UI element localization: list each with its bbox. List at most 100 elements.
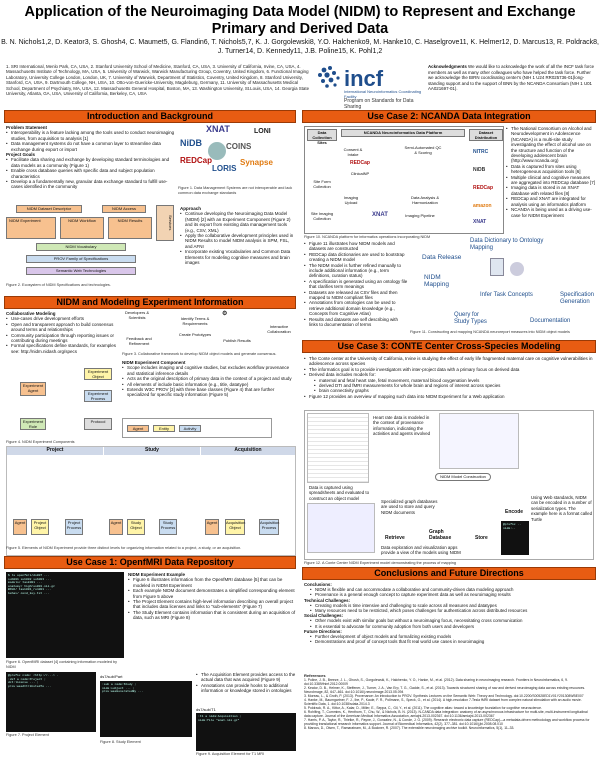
fig3-interactive: Interactive Collaboration [262, 324, 296, 336]
case2-header: Use Case 2: NCANDA Data Integration [302, 110, 596, 123]
case3-text: The Conte center at the University of Ca… [304, 356, 594, 400]
concl-item: Provenance is a general enough concept t… [310, 592, 594, 597]
case3-item: The Conte center at the University of Ca… [304, 356, 594, 367]
figure-11-mapping: Data Dictionary to Ontology Mapping Data… [410, 238, 596, 336]
concl-item: Demonstrations and proof of concept tool… [310, 639, 594, 644]
figure-6-caption: Figure 6. OpenfMRI dataset [4] containin… [6, 660, 118, 669]
fig5-project-agent: Agent [13, 519, 27, 535]
github-icon: ⚙ [222, 311, 228, 317]
fig10-clinicalnp: ClinicalNP [345, 171, 375, 177]
case2-item: Data is captured from sites using hetero… [506, 164, 596, 175]
fig10-qc: Semi-Automated QC & Scoring [403, 145, 443, 155]
fig3-feedback: Feedback and Refinement [122, 336, 156, 346]
collab-title: Collaborative Modeling [6, 311, 56, 316]
collab-item: Formal specifications define standards, … [6, 343, 118, 354]
fig11-nidm: NIDM Mapping [424, 274, 449, 288]
concl-h: Future Directions: [304, 628, 342, 634]
fig10-imaging-upload: Imaging Upload [341, 195, 361, 205]
figure-12-conte: Heart rate data is modeled in the contex… [304, 410, 594, 560]
case2-item: Annotations from ontologies can be used … [304, 300, 408, 316]
fig5-study: Study [104, 447, 200, 455]
case2-item: Imaging data is stored in an XNAT databa… [506, 185, 596, 196]
amazon-logo: amazon [473, 203, 492, 209]
figure-5-elements: Project Study Acquisition Project Object… [6, 446, 296, 556]
problem-item: Data management systems do not have a co… [6, 141, 176, 152]
eco-services: Services [156, 205, 174, 241]
figure-4-caption: Figure 4. NIDM Experiment Components [6, 440, 75, 444]
figure-3-collab: Developers & Scientists Identify Terms &… [122, 310, 296, 356]
file-label-1: ds7/sub/Part [100, 674, 123, 679]
fig5-study-agent: Agent [109, 519, 123, 535]
file-label-2: ds7/sub/T1 [196, 707, 216, 712]
figure-9-caption: Figure 9. Acquisition Element for T1 MRI [196, 752, 265, 756]
fig10-platform: NCANDA Neuroinformatics Data Platform [341, 129, 465, 137]
ref-item: 5. Poldrack, R. A., Kittur, A., Kalar, D… [304, 706, 542, 710]
case1-item: Annotations can provide hooks to additio… [196, 683, 296, 694]
fig12-note-5: Data exploration and visualization apps … [381, 545, 461, 556]
concl-item: Many resources need to be restricted, wh… [310, 608, 594, 613]
fig4-role: Experiment Role [20, 418, 46, 430]
approach-item: Incorporate existing Vocabularies and Co… [180, 249, 296, 265]
acknowledgments: Acknowledgments We would like to acknowl… [428, 64, 596, 92]
redcap-logo: REDCap [473, 185, 494, 191]
fig10-redcap: REDCap [345, 161, 375, 169]
legend-agent: Agent [127, 425, 149, 432]
eco-prov: PROV Family of Specifications [26, 255, 136, 263]
collab-item: Use-cases drive development efforts [6, 316, 118, 322]
fig12-graphdb: Graph Database [429, 529, 452, 541]
ref-item: 3. Moreau, L., & Groth, P. (2013). Prove… [304, 694, 584, 698]
fig11-dictionary: Data Dictionary to Ontology Mapping [470, 238, 544, 251]
figure-6-terminal: $ ls openfmri/ds007 ...sub001 sub002 sub… [6, 572, 124, 658]
concl-h: Conclusions: [304, 582, 332, 587]
collab-item: Community participation through reportin… [6, 333, 118, 344]
case2-item: NCANDA is being used as a driving use-ca… [506, 207, 596, 218]
goals-title: Project Goals [6, 152, 36, 158]
legend-entity: Entity [153, 425, 175, 432]
case2-item: The NIDM model is further refined manual… [304, 263, 408, 279]
fig4-protocol: Protocol [84, 418, 112, 430]
case1-text-2: The Acquisition Element provides access … [196, 672, 296, 694]
prov-graph-image [439, 413, 519, 469]
nidb-logo: NiDB [473, 167, 486, 173]
xnat-logo: XNAT [473, 219, 487, 225]
fig12-encode: Encode [505, 509, 524, 515]
turtle-code: @prefix ..nidm:.. [501, 521, 529, 555]
logo-coins: COINS [226, 142, 252, 151]
case3-header: Use Case 3: CONTE Center Cross-Species M… [302, 340, 596, 353]
exp-title: NIDM Experiment Component [122, 360, 186, 365]
fig5-project-object: Project Object [31, 519, 49, 535]
case2-right-bullets: The National Consortium on Alcohol and N… [506, 126, 596, 218]
case2-item: The National Consortium on Alcohol and N… [506, 126, 596, 164]
logo-line2: Program on Standards for Data Sharing [344, 98, 414, 110]
figure-1-logos: XNAT NiDB LONI REDCap COINS Synapse LORI… [178, 124, 296, 186]
prov-legend: Agent Entity Activity [122, 418, 272, 438]
incf-logo: incf International Neuroinformatics Coor… [314, 62, 424, 110]
eco-vocab: NIDM Vocabulary [36, 243, 126, 251]
figure-9-code: :t1 a nidm:Acquisition ; nidm:file "anat… [196, 713, 296, 751]
references: References 1. Poline, J. B., Breeze, J. … [304, 674, 594, 731]
figure-3-caption: Figure 3. Collaborative framework to dev… [122, 352, 277, 356]
exp-item: Scope includes imaging and cognitive stu… [122, 365, 296, 376]
approach-item: Apply the collaborative development prin… [180, 233, 296, 249]
ref-item: 2. Keator, D. B., Helmer, K., Steffener,… [304, 686, 586, 694]
figure-2-caption: Figure 2. Ecosystem of NIDM Specificatio… [6, 283, 111, 287]
eco-semantic: Semantic Web Technologies [26, 267, 136, 275]
case2-item: Results and datasets are self describing… [304, 317, 408, 328]
conclusions-header: Conclusions and Future Directions [302, 567, 596, 580]
ref-item: 7. Harris, P. A., Taylor, R., Thielke, R… [304, 718, 590, 726]
fig3-prototypes: Create Prototypes [178, 332, 212, 342]
concl-item: Creating models is time intensive and ch… [310, 603, 594, 608]
concl-item: NIDM is flexible and can accommodate a c… [310, 587, 594, 592]
case2-item: REDCap and XNAT are integrated for analy… [506, 196, 596, 207]
fig3-identify: Identify Terms & Requirements [178, 316, 212, 326]
exp-item: Extends W3C PROV [3] with three base cla… [122, 387, 296, 398]
fig5-project: Project [7, 447, 103, 455]
figure-10-caption: Figure 10. NCANDA platform for informati… [304, 235, 431, 239]
exp-item: All elements of include basic informatio… [122, 382, 296, 388]
document-icon [490, 258, 504, 276]
fig4-object: Experiment Object [84, 368, 112, 380]
figure-8-caption: Figure 8. Study Element [100, 740, 141, 744]
case3-sub-item: brain connectivity graphs [314, 388, 594, 394]
collab-header: NIDM and Modeling Experiment Information [4, 296, 296, 309]
ref-item: 1. Poline, J. B., Breeze, J. L., Ghosh, … [304, 678, 568, 686]
